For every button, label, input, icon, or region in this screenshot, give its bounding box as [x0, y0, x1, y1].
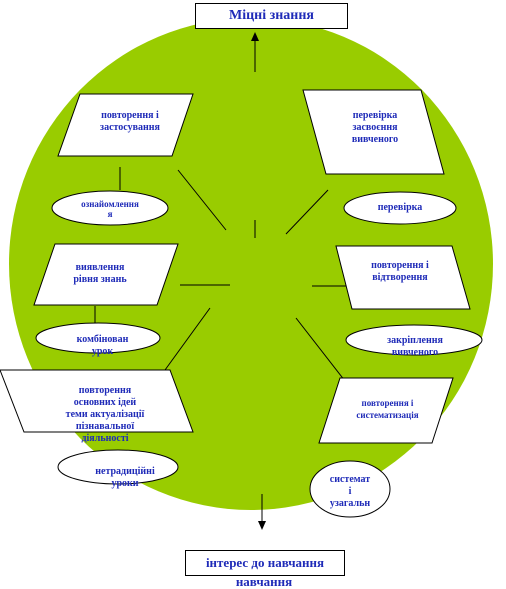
label-oznaiomlennia: ознайомлення я: [81, 199, 139, 219]
node-vyiavlennia: [33, 243, 179, 306]
node-perevirka: [343, 191, 457, 225]
node-netradytsiini: [57, 449, 179, 485]
label-perevirka: перевірка: [377, 202, 423, 213]
label-systematyzatsiia: системат і узагальн: [329, 474, 371, 509]
node-perevirka-zasvoiennia: [302, 89, 445, 175]
node-systematyzatsiia: [309, 460, 391, 518]
label-povtorennia-systematyzatsiia: повторення і систематизація: [356, 398, 419, 420]
label-perevirka-zasvoiennia: перевірка засвоєння вивченого: [351, 110, 399, 145]
node-povtorennia-idei: [0, 369, 194, 433]
label-vyiavlennia: виявлення рівня знань: [73, 262, 127, 285]
arrow-down-to-interest: [258, 494, 266, 530]
title-box: Міцні знання: [195, 3, 348, 29]
node-kombinovanyi: [35, 322, 161, 354]
label-zakriplennia: закріплення вивченого: [387, 335, 443, 358]
node-povtorennia-systematyzatsiia: [318, 377, 454, 444]
interest-caption: навчання: [235, 574, 293, 589]
label-povtorennia-idei: повторення основних ідей теми актуалізац…: [65, 385, 145, 444]
node-oznaiomlennia: [51, 190, 169, 226]
node-povtorennia-zastosuvannia: [57, 93, 194, 157]
label-netradytsiini: нетрадиційні уроки: [95, 466, 155, 489]
label-povtorennia-zastosuvannia: повторення і застосування: [100, 110, 160, 133]
node-povtorennia-vidtvorennia: [335, 245, 471, 310]
label-povtorennia-vidtvorennia: повторення і відтворення: [371, 260, 429, 283]
arrow-up-to-title: [251, 32, 259, 72]
interest-box: інтерес до навчання: [185, 550, 345, 576]
node-zakriplennia: [345, 324, 483, 356]
label-kombinovanyi: комбінован урок: [76, 334, 129, 357]
